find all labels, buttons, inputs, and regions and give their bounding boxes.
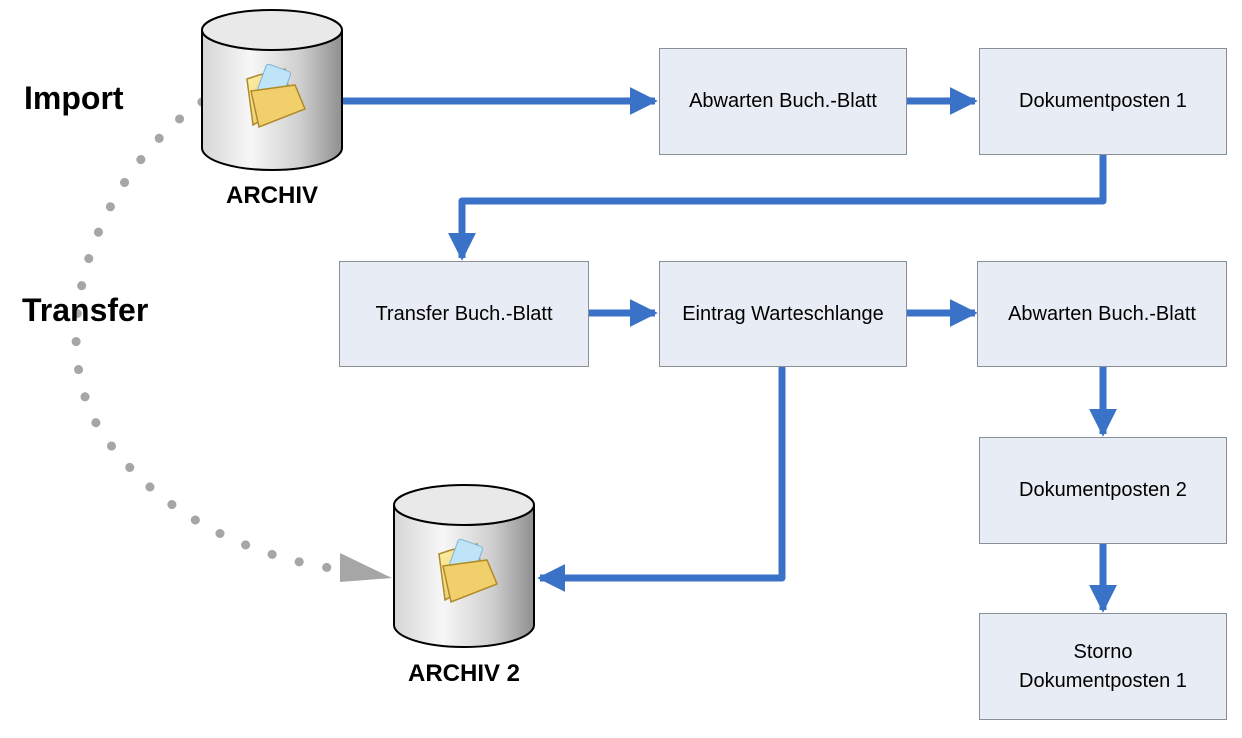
archiv-label: ARCHIV (225, 182, 318, 209)
storno-dokumentposten-1-text: Storno Dokumentposten 1 (1019, 640, 1187, 692)
archiv2-label: ARCHIV 2 (407, 660, 521, 687)
transfer-label: Transfer (22, 292, 149, 328)
archiv2-folder-icon (438, 538, 498, 604)
transfer-arrowhead (340, 553, 392, 582)
transfer-buch-blatt-text: Transfer Buch.-Blatt (375, 302, 553, 325)
archiv-database-icon (201, 9, 343, 171)
import-label: Import (24, 80, 124, 116)
storno-dokumentposten-1-box: Storno Dokumentposten 1 (979, 613, 1227, 720)
transfer-buch-blatt-box: Transfer Buch.-Blatt (339, 261, 589, 367)
dokumentposten-1-text: Dokumentposten 1 (1019, 90, 1187, 112)
eintrag-warteschlange-text: Eintrag Warteschlange (682, 302, 884, 325)
abwarten-buch-blatt-2-box: Abwarten Buch.-Blatt (977, 261, 1227, 367)
dokumentposten-1-box: Dokumentposten 1 (979, 48, 1227, 155)
arrow-dokumentposten1-to-transfer (448, 153, 1107, 261)
abwarten-buch-blatt-1-box: Abwarten Buch.-Blatt (659, 48, 907, 155)
archiv2-database-icon (393, 484, 535, 648)
eintrag-warteschlange-box: Eintrag Warteschlange (659, 261, 907, 367)
abwarten-buch-blatt-1-text: Abwarten Buch.-Blatt (689, 90, 877, 112)
transfer-dotted-curve (71, 97, 350, 575)
arrow-eintrag-to-archiv2 (537, 365, 786, 592)
abwarten-buch-blatt-2-text: Abwarten Buch.-Blatt (1008, 302, 1196, 325)
dokumentposten-2-box: Dokumentposten 2 (979, 437, 1227, 544)
archiv-folder-icon (246, 63, 306, 129)
dokumentposten-2-text: Dokumentposten 2 (1019, 479, 1187, 501)
